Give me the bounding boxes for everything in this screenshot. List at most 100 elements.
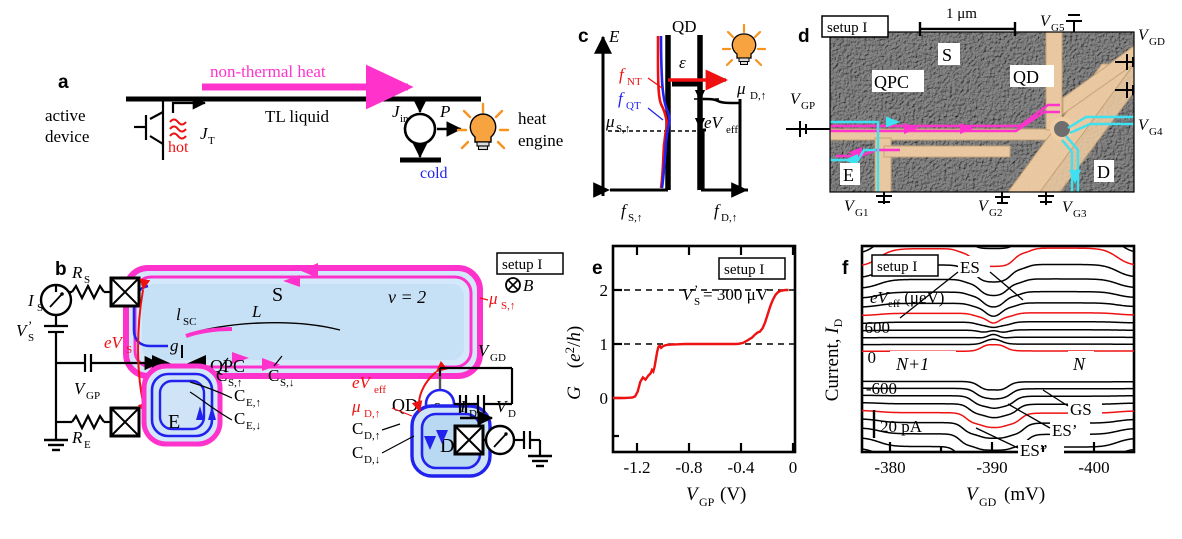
svg-text:g: g xyxy=(170,336,179,355)
ce-dn-leader xyxy=(189,391,233,421)
panel-f-region-labels: N+1 N xyxy=(890,351,1094,375)
svg-text:’: ’ xyxy=(694,282,698,297)
svg-text:C: C xyxy=(216,366,227,385)
current-trace xyxy=(862,474,1134,515)
panel-e-annotation: V S ’ = 300 μV xyxy=(682,282,769,308)
heat-squiggle-icon xyxy=(169,118,187,140)
gate-V_G1: V G1 xyxy=(844,192,892,219)
svg-text:setup I: setup I xyxy=(827,20,867,36)
svg-text:f: f xyxy=(619,65,626,84)
CE-dn-label: C E,↓ xyxy=(234,409,261,432)
panel-c-letter: c xyxy=(578,26,589,47)
quantum-dot-circle xyxy=(1050,117,1074,141)
current-trace xyxy=(862,394,1134,409)
CS-dn-label: C S,↓ xyxy=(268,366,294,389)
current-trace xyxy=(862,380,1134,391)
panel-e-setup-badge: setup I xyxy=(718,257,786,280)
svg-text:SC: SC xyxy=(183,316,196,328)
cd-dn-leader xyxy=(381,435,415,454)
panel-d: d xyxy=(786,6,1165,220)
svg-text:eV: eV xyxy=(704,113,725,132)
panel-b-letter: b xyxy=(55,259,67,280)
muS-up-label-b: μ S,↑ xyxy=(488,289,515,312)
current-trace xyxy=(862,246,1134,253)
fqt-curve xyxy=(659,35,671,189)
panel-e-yaxis-label: G (e2/h) xyxy=(562,326,585,400)
sem-label-D: D xyxy=(1097,162,1110,182)
heat-engine-label-line2: engine xyxy=(518,131,563,150)
svg-text:D: D xyxy=(469,408,477,420)
svg-text:V: V xyxy=(790,91,802,108)
panel-f: f 600 0 -600 I eVeff (μeV) N+1 N 20 pA xyxy=(822,244,1136,539)
RE-label: R E xyxy=(71,428,91,451)
svg-text:D,↑: D,↑ xyxy=(364,408,380,420)
svg-text:GD: GD xyxy=(1149,36,1165,48)
svg-text:S: S xyxy=(84,274,90,286)
svg-text:f: f xyxy=(621,201,628,220)
svg-text:-400: -400 xyxy=(1078,458,1109,477)
drain-ground-symbol xyxy=(528,454,552,468)
svg-text:S: S xyxy=(37,302,43,314)
VS-prime-label: V S ’ xyxy=(16,318,34,344)
svg-text:ES: ES xyxy=(960,258,980,277)
svg-text:-0.4: -0.4 xyxy=(728,458,755,477)
scale-bar: 1 μm xyxy=(918,6,1017,36)
capacitor-VGP xyxy=(56,354,143,372)
svg-text:N: N xyxy=(1072,354,1086,374)
b-field-symbol: B xyxy=(505,276,534,295)
svg-text:V: V xyxy=(16,321,29,340)
svg-text:eff: eff xyxy=(726,124,738,136)
panel-e-xaxis-label: V GP (V) xyxy=(686,484,746,509)
svg-text:0: 0 xyxy=(789,458,798,477)
cyan-flow-arrows xyxy=(886,116,1081,184)
source-battery xyxy=(44,315,68,353)
sem-label-QPC: QPC xyxy=(874,72,909,92)
panel-f-xticklabels: -380 -390 -400 xyxy=(874,458,1109,477)
svg-text:’: ’ xyxy=(28,318,32,333)
IS-label: I S xyxy=(27,291,43,314)
ohmic-contact-E xyxy=(109,406,141,438)
sem-micrograph xyxy=(830,32,1134,192)
svg-text:= 300 μV: = 300 μV xyxy=(703,285,769,304)
gate-V_G5: V G5 xyxy=(1040,13,1082,34)
svg-text:GS: GS xyxy=(1070,400,1092,419)
svg-text:D,↑: D,↑ xyxy=(721,212,737,224)
panel-b: b S ν = 2 l SC L xyxy=(16,252,564,478)
svg-text:I: I xyxy=(459,397,467,416)
qpc-label: QPC xyxy=(210,356,245,376)
current-trace xyxy=(862,302,1134,317)
current-trace xyxy=(862,333,1134,339)
svg-text:ES”: ES” xyxy=(1020,441,1047,460)
current-trace xyxy=(862,504,1134,539)
gate-V_GP: V GP xyxy=(786,91,830,137)
svg-text:G2: G2 xyxy=(989,207,1002,219)
panel-e-letter: e xyxy=(592,258,603,279)
svg-text:V: V xyxy=(74,379,87,398)
heat-engine-label-line1: heat xyxy=(518,109,547,128)
panel-f-annotations: ES GS ES’ ES” xyxy=(899,256,1102,461)
panel-f-letter: f xyxy=(842,258,849,279)
CD-dn-label: C D,↓ xyxy=(352,443,380,466)
current-trace xyxy=(862,488,1134,536)
svg-text:V: V xyxy=(1138,27,1150,44)
magenta-edge-channels xyxy=(830,103,1060,158)
drain-label-D: D xyxy=(440,435,454,457)
drain-wire xyxy=(483,431,542,456)
svg-text:S,↑: S,↑ xyxy=(628,212,642,224)
svg-text:V: V xyxy=(496,397,509,416)
panel-e-yaxis-unit: (e2/h) xyxy=(562,326,585,368)
transistor-symbol xyxy=(134,99,165,160)
svg-text:20 pA: 20 pA xyxy=(880,417,923,436)
svg-text:2: 2 xyxy=(600,281,609,300)
panel-e: e 2 1 0 xyxy=(562,244,798,509)
panel-f-scale-bar: 20 pA xyxy=(872,410,923,438)
fs-up-axis-label: f S,↑ xyxy=(621,201,642,224)
sem-label-E: E xyxy=(843,165,854,185)
ground-symbol xyxy=(44,438,68,452)
fd-up-axis-label: f D,↑ xyxy=(714,201,737,224)
panel-f-xaxis-label: V GD (mV) xyxy=(966,484,1045,509)
CE-up-label: C E,↑ xyxy=(234,386,261,409)
mud-leader xyxy=(391,407,413,417)
svg-text:GP: GP xyxy=(86,390,100,402)
svg-text:setup I: setup I xyxy=(724,262,764,278)
